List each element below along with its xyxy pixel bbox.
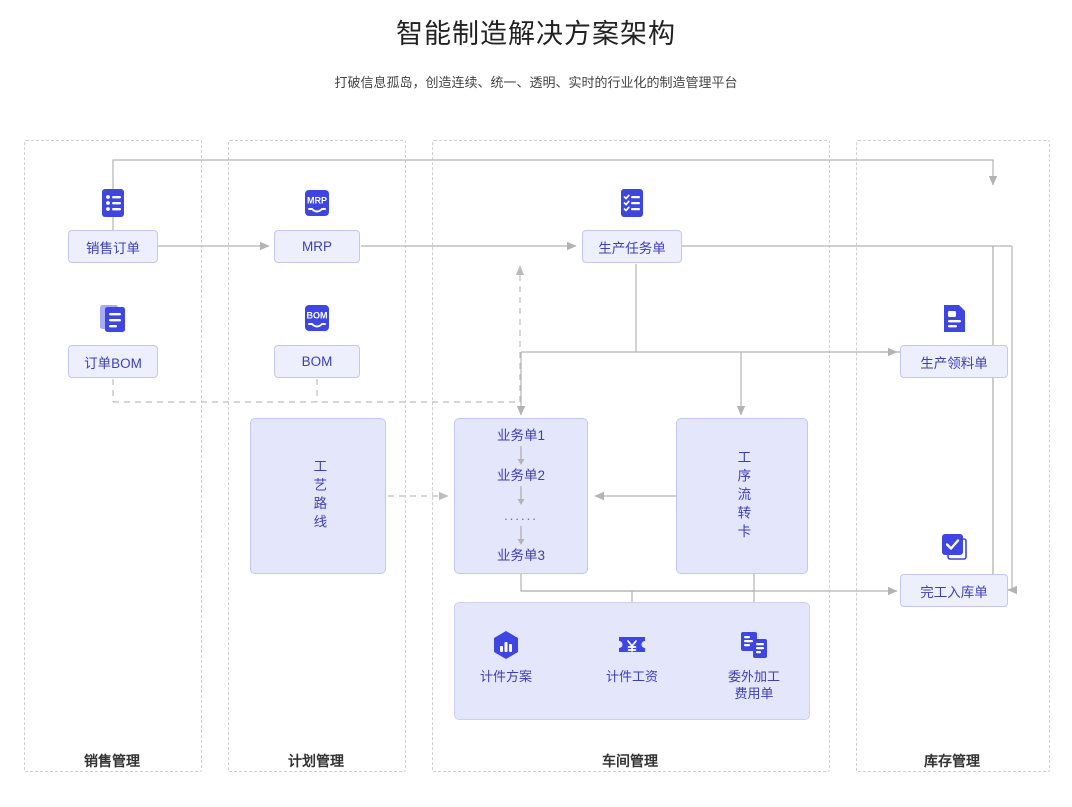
bottom-item-piece-plan-label: 计件方案 bbox=[479, 669, 532, 684]
node-material-requisition[interactable]: 生产领料单 bbox=[900, 345, 1008, 378]
node-mrp-label: MRP bbox=[302, 239, 332, 254]
file-lines-icon bbox=[937, 301, 971, 335]
node-production-task-label: 生产任务单 bbox=[598, 240, 666, 256]
node-finished-receipt-label: 完工入库单 bbox=[920, 584, 988, 600]
node-process-route[interactable]: 工艺路线 bbox=[250, 418, 386, 574]
svg-text:MRP: MRP bbox=[307, 196, 327, 206]
node-process-transfer-card-label: 工序流转卡 bbox=[735, 449, 751, 543]
node-process-route-label: 工艺路线 bbox=[311, 459, 327, 533]
check-stack-icon bbox=[937, 530, 971, 564]
lane-label-workshop: 车间管理 bbox=[602, 753, 658, 769]
list-document-icon bbox=[96, 186, 130, 220]
chain-item-ellipsis: ...... bbox=[504, 508, 538, 523]
node-mrp[interactable]: MRP bbox=[274, 230, 360, 263]
lane-inventory bbox=[856, 140, 1050, 772]
ticket-yuan-icon bbox=[615, 628, 649, 662]
page-subtitle: 打破信息孤岛，创造连续、统一、透明、实时的行业化的制造管理平台 bbox=[334, 75, 738, 90]
chain-arrow-1 bbox=[517, 446, 525, 465]
bottom-item-outsourcing-fee-label-line2: 费用单 bbox=[734, 686, 774, 701]
bottom-piecework-panel bbox=[454, 602, 810, 720]
checklist-document-icon bbox=[615, 186, 649, 220]
bom-badge-icon: BOM bbox=[300, 301, 334, 335]
chain-item-1: 业务单1 bbox=[496, 428, 545, 443]
business-order-chain: 业务单1 业务单2 ...... 业务单3 bbox=[454, 418, 588, 574]
hexagon-chart-icon bbox=[489, 628, 523, 662]
chain-item-3: 业务单3 bbox=[496, 548, 545, 563]
chain-arrow-3 bbox=[517, 526, 525, 545]
node-sales-order[interactable]: 销售订单 bbox=[68, 230, 158, 263]
node-process-transfer-card[interactable]: 工序流转卡 bbox=[676, 418, 808, 574]
bottom-item-piece-wage[interactable]: 计件工资 bbox=[584, 628, 680, 685]
chain-item-2: 业务单2 bbox=[496, 468, 545, 483]
node-order-bom-label: 订单BOM bbox=[84, 355, 142, 371]
bottom-item-outsourcing-fee-label-line1: 委外加工 bbox=[727, 669, 780, 684]
page-title: 智能制造解决方案架构 bbox=[396, 19, 676, 49]
chain-arrow-2 bbox=[517, 486, 525, 505]
node-order-bom[interactable]: 订单BOM bbox=[68, 345, 158, 378]
bottom-item-piece-wage-label: 计件工资 bbox=[605, 669, 658, 684]
bottom-item-outsourcing-fee[interactable]: 委外加工 费用单 bbox=[706, 628, 802, 702]
lane-label-sales: 销售管理 bbox=[84, 753, 140, 769]
node-bom[interactable]: BOM bbox=[274, 345, 360, 378]
lane-label-planning: 计划管理 bbox=[288, 753, 344, 769]
lane-sales bbox=[24, 140, 202, 772]
node-production-task[interactable]: 生产任务单 bbox=[582, 230, 682, 263]
bottom-item-piece-plan[interactable]: 计件方案 bbox=[458, 628, 554, 685]
node-finished-receipt[interactable]: 完工入库单 bbox=[900, 574, 1008, 607]
lane-planning bbox=[228, 140, 406, 772]
documents-icon bbox=[737, 628, 771, 662]
node-material-requisition-label: 生产领料单 bbox=[920, 355, 988, 371]
svg-text:BOM: BOM bbox=[307, 311, 328, 321]
node-bom-label: BOM bbox=[301, 354, 333, 369]
node-sales-order-label: 销售订单 bbox=[86, 240, 140, 256]
lane-label-inventory: 库存管理 bbox=[924, 753, 980, 769]
stacked-document-icon bbox=[96, 301, 130, 335]
mrp-badge-icon: MRP bbox=[300, 186, 334, 220]
